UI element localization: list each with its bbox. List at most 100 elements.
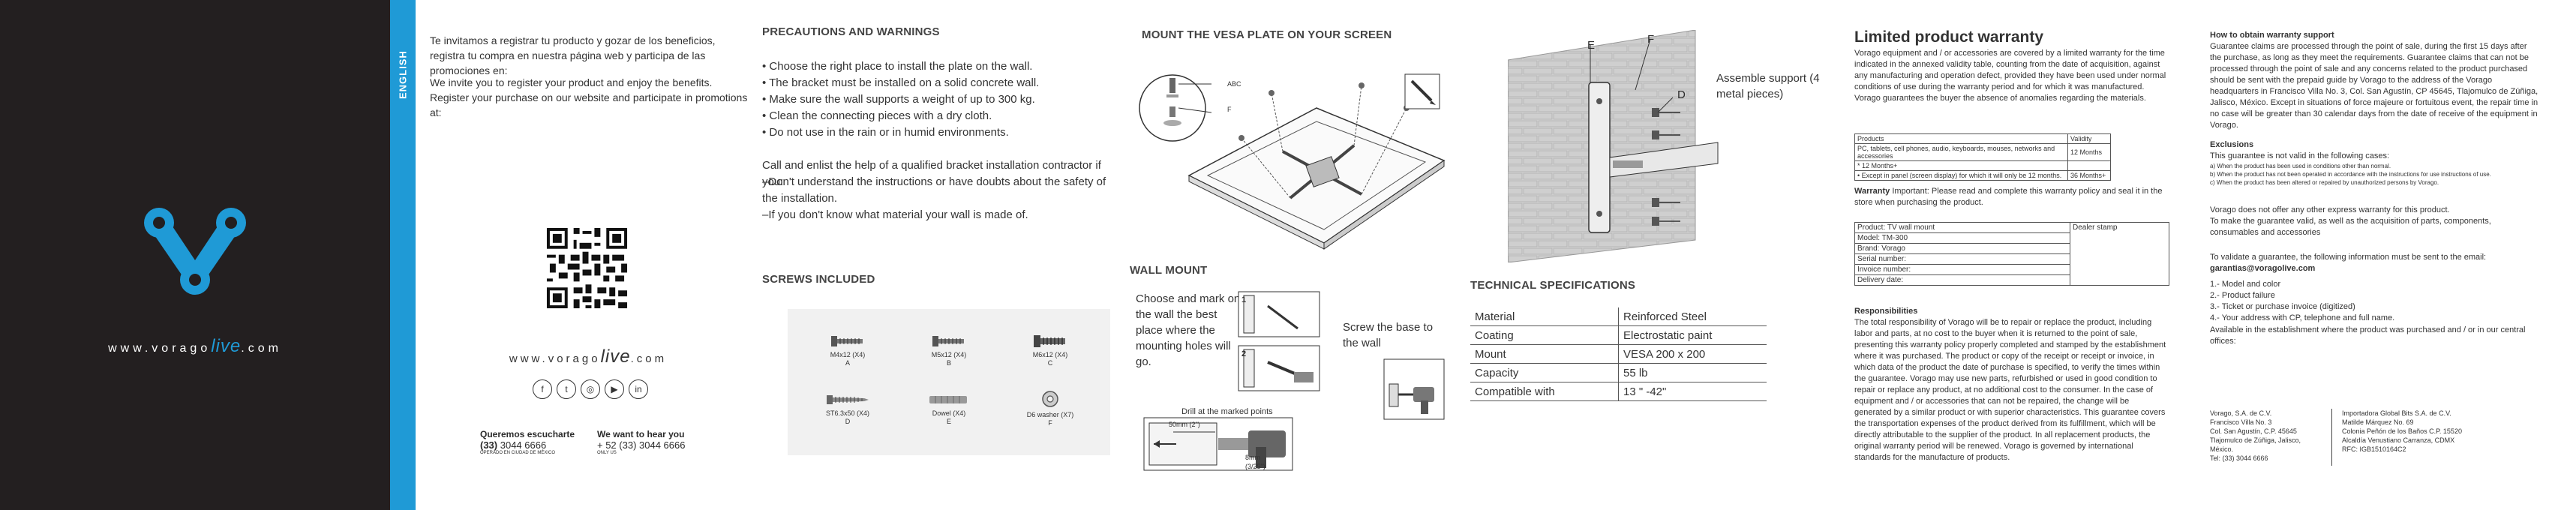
contact-es-title: Queremos escucharte [480, 429, 575, 440]
table-row[interactable]: Delivery date: [1854, 274, 2169, 286]
warranty-email[interactable]: garantias@voragolive.com [2210, 264, 2316, 273]
required-info-list: 1.- Model and color 2.- Product failure … [2210, 279, 2540, 324]
dealer-stamp[interactable]: Dealer stamp [2070, 222, 2169, 286]
table-row: • Except in panel (screen display) for w… [1854, 170, 2111, 181]
assembly-label-d: D [1677, 88, 1686, 101]
exclusions-intro: This guarantee is not valid in the follo… [2210, 152, 2390, 160]
linkedin-icon[interactable]: in [629, 380, 648, 399]
list-item: a) When the product has been used in con… [2210, 163, 2391, 170]
screw-icon [932, 336, 964, 346]
tech-specs-title: TECHNICAL SPECIFICATIONS [1470, 279, 1636, 292]
vesa-label-f: F [1227, 106, 1232, 113]
lag-screw-icon [827, 395, 869, 404]
twitter-icon[interactable]: t [557, 380, 576, 399]
registration-text-en: We invite you to register your product a… [430, 76, 748, 118]
table-row: PC, tablets, cell phones, audio, keyboar… [1854, 143, 2111, 161]
responsibilities-title: Responsibilities [1854, 307, 1918, 316]
assembly-label-e: E [1587, 39, 1596, 52]
facebook-icon[interactable]: f [533, 380, 552, 399]
vorago-logo-icon [144, 208, 246, 295]
list-item: b) When the product has not been operate… [2210, 171, 2491, 178]
precautions-title: PRECAUTIONS AND WARNINGS [762, 26, 940, 38]
cover-website[interactable]: www.voragolive.com [108, 336, 282, 356]
list-item: –Don't understand the instructions or ha… [762, 176, 1106, 205]
screw-e: Dowel (X4)E [900, 393, 998, 426]
list-item: c) When the product has been altered or … [2210, 179, 2439, 186]
vesa-title: MOUNT THE VESA PLATE ON YOUR SCREEN [1142, 28, 1392, 41]
parts-contact: To make the guarantee valid, as well as … [2210, 217, 2491, 237]
table-row: * 12 Months+ [1854, 160, 2111, 171]
drill-dim-2: 8mm(3/25") [1245, 454, 1265, 470]
warranty-important: Warranty Important: Please read and comp… [1854, 187, 2163, 207]
screw-a: M4x12 (X4)A [799, 334, 896, 368]
cover-panel [0, 0, 390, 510]
screw-d: ST6.3x50 (X4)D [799, 393, 896, 426]
contact-en: We want to hear you + 52 (33) 3044 6666 … [597, 429, 702, 455]
contractor-list: –Don't understand the instructions or ha… [762, 174, 1122, 224]
marking-diagram [1238, 291, 1320, 392]
contact-en-phone[interactable]: + 52 (33) 3044 6666 [597, 440, 686, 451]
language-tab[interactable]: ENGLISH [397, 50, 409, 100]
list-item: • The bracket must be installed on a sol… [762, 76, 1040, 89]
wall-mount-title: WALL MOUNT [1130, 264, 1208, 277]
available-text: Available in the establishment where the… [2210, 326, 2526, 346]
address-divider [2331, 409, 2332, 466]
step-number-2: 2 [1241, 350, 1247, 358]
step-number-1: 1 [1241, 296, 1247, 304]
list-item: 4.- Your address with CP, telephone and … [2210, 314, 2395, 322]
precautions-list: • Choose the right place to install the … [762, 58, 1115, 141]
drill-icon [1383, 358, 1445, 420]
address-importadora: Importadora Global Bits S.A. de C.V.Mati… [2342, 410, 2462, 453]
address-vorago: Vorago, S.A. de C.V.Francisco Villa No. … [2210, 410, 2301, 462]
list-item: • Clean the connecting pieces with a dry… [762, 110, 992, 122]
contact-en-title: We want to hear you [597, 429, 685, 440]
assembly-diagram [1508, 30, 1719, 262]
vesa-label-abc: ABC [1227, 80, 1241, 88]
list-item: • Make sure the wall supports a weight o… [762, 93, 1035, 106]
list-item: –If you don't know what material your wa… [762, 208, 1028, 221]
registration-website[interactable]: www.voragolive.com [509, 346, 668, 367]
pencil-icon [1404, 74, 1440, 110]
contact-es: Queremos escucharte (33) 3044 6666 OPERA… [480, 429, 585, 455]
drill-dim-1: 50mm (2") [1169, 421, 1200, 428]
drill-caption: Drill at the marked points [1181, 407, 1273, 416]
warranty-intro: Vorago equipment and / or accessories ar… [1854, 49, 2166, 103]
dowel-icon [929, 396, 967, 404]
instagram-icon[interactable]: ◎ [581, 380, 600, 399]
contact-en-note: ONLY US [597, 451, 617, 455]
screw-f: D6 washer (X7)F [1001, 390, 1099, 428]
list-item: 2.- Product failure [2210, 291, 2275, 300]
list-item: 3.- Ticket or purchase invoice (digitize… [2210, 302, 2355, 311]
registration-text-es: Te invitamos a registrar tu producto y g… [430, 34, 716, 76]
wall-mount-step1: Choose and mark on the wall the best pla… [1136, 292, 1241, 368]
screws-panel: M4x12 (X4)A M5x12 (X4)B M6x12 (X4)C ST6.… [788, 309, 1110, 455]
exclusions-title: Exclusions [2210, 140, 2254, 149]
assembly-label: Assemble support (4 metal pieces) [1716, 72, 1820, 100]
responsibilities-text: The total responsibility of Vorago will … [1854, 318, 2166, 462]
youtube-icon[interactable]: ▶ [605, 380, 624, 399]
language-strip [390, 0, 416, 510]
screw-icon [831, 336, 863, 346]
contact-es-note: OPERADO EN CIUDAD DE MÉXICO [480, 451, 556, 455]
support-body: Guarantee claims are processed through t… [2210, 42, 2538, 130]
contact-es-phone[interactable]: (33) 3044 6666 [480, 440, 547, 451]
warranty-title: Limited product warranty [1854, 28, 2044, 46]
assembly-label-f: F [1647, 33, 1655, 46]
screw-icon [1034, 335, 1065, 347]
screw-b: M5x12 (X4)B [900, 334, 998, 368]
support-title: How to obtain warranty support [2210, 31, 2334, 40]
qr-code-icon[interactable] [544, 225, 630, 311]
list-item: 1.- Model and color [2210, 280, 2281, 289]
screw-c: M6x12 (X4)C [1001, 334, 1099, 368]
drill-depth-diagram [1143, 417, 1293, 471]
